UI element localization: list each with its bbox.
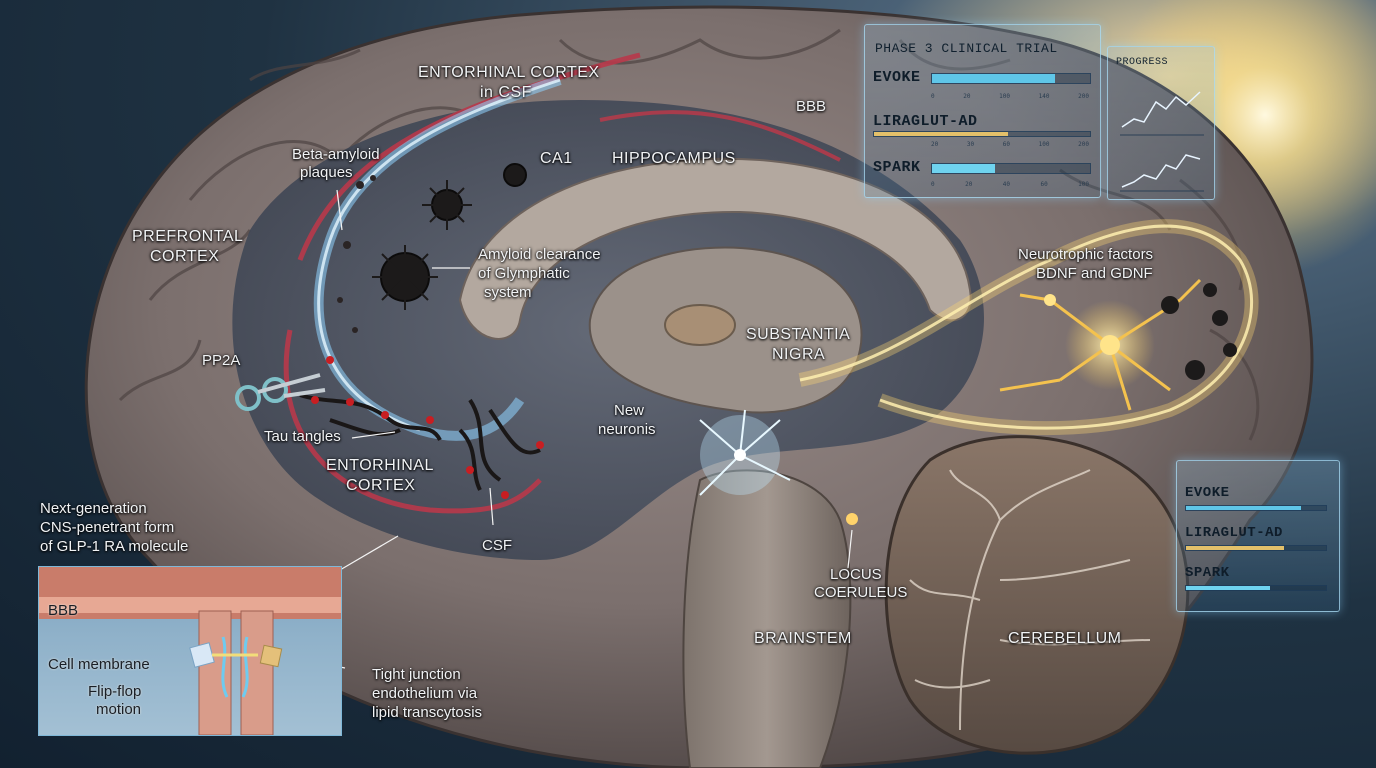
label-next-gen: Next-generation: [40, 500, 147, 517]
side-bar-spark: [1185, 585, 1327, 591]
label-endothelium: endothelium via: [372, 685, 478, 702]
label-substantia: SUBSTANTIA: [746, 326, 851, 343]
label-bbb-inset: BBB: [48, 602, 79, 619]
new-neurons: [699, 409, 791, 496]
label-beta-amyloid: Beta-amyloid: [292, 146, 380, 163]
label-tight-junction: Tight junction: [372, 666, 461, 683]
side-trial-spark: SPARK: [1185, 565, 1230, 581]
progress-sparkline: [1120, 91, 1204, 192]
label-plaques: plaques: [300, 164, 353, 181]
label-entorhinal-top: ENTORHINAL CORTEX: [418, 64, 600, 81]
label-of-glymphatic: of Glymphatic: [478, 265, 570, 282]
label-entorhinal-bottom-cortex: CORTEX: [346, 477, 416, 494]
label-brainstem: BRAINSTEM: [754, 630, 852, 647]
trial-fill-liraglut: [874, 132, 1008, 136]
progress-panel: PROGRESS: [1107, 46, 1215, 200]
label-prefrontal: PREFRONTAL: [132, 228, 244, 245]
bbb-vessel: [599, 110, 841, 162]
label-coeruleus: COERULEUS: [814, 584, 908, 601]
alpha-synuclein-aggregates: [1161, 283, 1237, 380]
scissors-icon: [235, 373, 326, 411]
label-prefrontal-cortex: CORTEX: [150, 248, 220, 265]
bbb-inset: [38, 566, 342, 736]
side-fill-evoke: [1186, 506, 1301, 510]
trial-name-liraglut: LIRAGLUT-AD: [873, 113, 978, 130]
label-neurotrophic: Neurotrophic factors: [1018, 246, 1154, 263]
label-flip-flop: Flip-flop: [88, 683, 142, 700]
cerebellum-shape: [884, 435, 1190, 755]
trial-name-spark: SPARK: [873, 159, 921, 176]
label-pp2a: PP2A: [202, 352, 241, 369]
label-bdnf-gdnf: BDNF and GDNF: [1036, 265, 1153, 282]
trial-bar-spark: [931, 163, 1091, 174]
gyri-texture: [118, 28, 1260, 441]
trial-panel-title: PHASE 3 CLINICAL TRIAL: [875, 41, 1058, 56]
side-bar-liraglut: [1185, 545, 1327, 551]
label-cerebellum: CEREBELLUM: [1008, 630, 1122, 647]
label-tau-tangles: Tau tangles: [264, 428, 341, 445]
label-nigra: NIGRA: [772, 346, 826, 363]
label-csf: CSF: [482, 537, 512, 554]
label-new-neurons: neuronis: [598, 421, 656, 438]
side-trial-panel: EVOKE LIRAGLUT-AD SPARK: [1176, 460, 1340, 612]
label-bbb-top: BBB: [796, 98, 827, 115]
label-new: New: [614, 402, 645, 419]
label-entorhinal-bottom: ENTORHINAL: [326, 457, 434, 474]
side-trial-evoke: EVOKE: [1185, 485, 1230, 501]
label-cell-membrane: Cell membrane: [48, 656, 150, 673]
label-hippocampus: HIPPOCAMPUS: [612, 150, 736, 167]
golden-neuron: [999, 278, 1202, 411]
label-glp1: of GLP-1 RA molecule: [40, 538, 189, 555]
thalamus: [664, 304, 736, 346]
trial-bar-liraglut: [873, 131, 1091, 137]
label-motion: motion: [96, 701, 142, 718]
side-fill-liraglut: [1186, 546, 1284, 550]
progress-panel-title: PROGRESS: [1116, 57, 1169, 68]
side-bar-evoke: [1185, 505, 1327, 511]
label-in-csf: in CSF: [480, 84, 532, 101]
label-system: system: [484, 284, 532, 301]
trial-fill-spark: [932, 164, 996, 173]
plaque-spikes: [372, 180, 472, 310]
locus-coeruleus-dot: [846, 513, 858, 525]
label-amyloid-clearance: Amyloid clearance: [478, 246, 601, 263]
amyloid-debris: [337, 175, 376, 333]
brainstem-shape: [682, 469, 852, 768]
side-trial-liraglut: LIRAGLUT-AD: [1185, 525, 1283, 541]
side-fill-spark: [1186, 586, 1270, 590]
corpus-callosum: [458, 157, 972, 340]
label-lipid: lipid transcytosis: [372, 704, 483, 721]
label-cns-penetrant: CNS-penetrant form: [40, 519, 175, 536]
label-locus: LOCUS: [830, 566, 882, 583]
bbb-inset-graphic: [39, 567, 341, 735]
cerebellum-folia: [909, 469, 1151, 731]
trial-fill-evoke: [932, 74, 1056, 83]
label-ca1: CA1: [540, 150, 573, 167]
trial-bar-evoke: [931, 73, 1091, 84]
tau-red-dots: [311, 356, 544, 499]
trial-name-evoke: EVOKE: [873, 69, 921, 86]
